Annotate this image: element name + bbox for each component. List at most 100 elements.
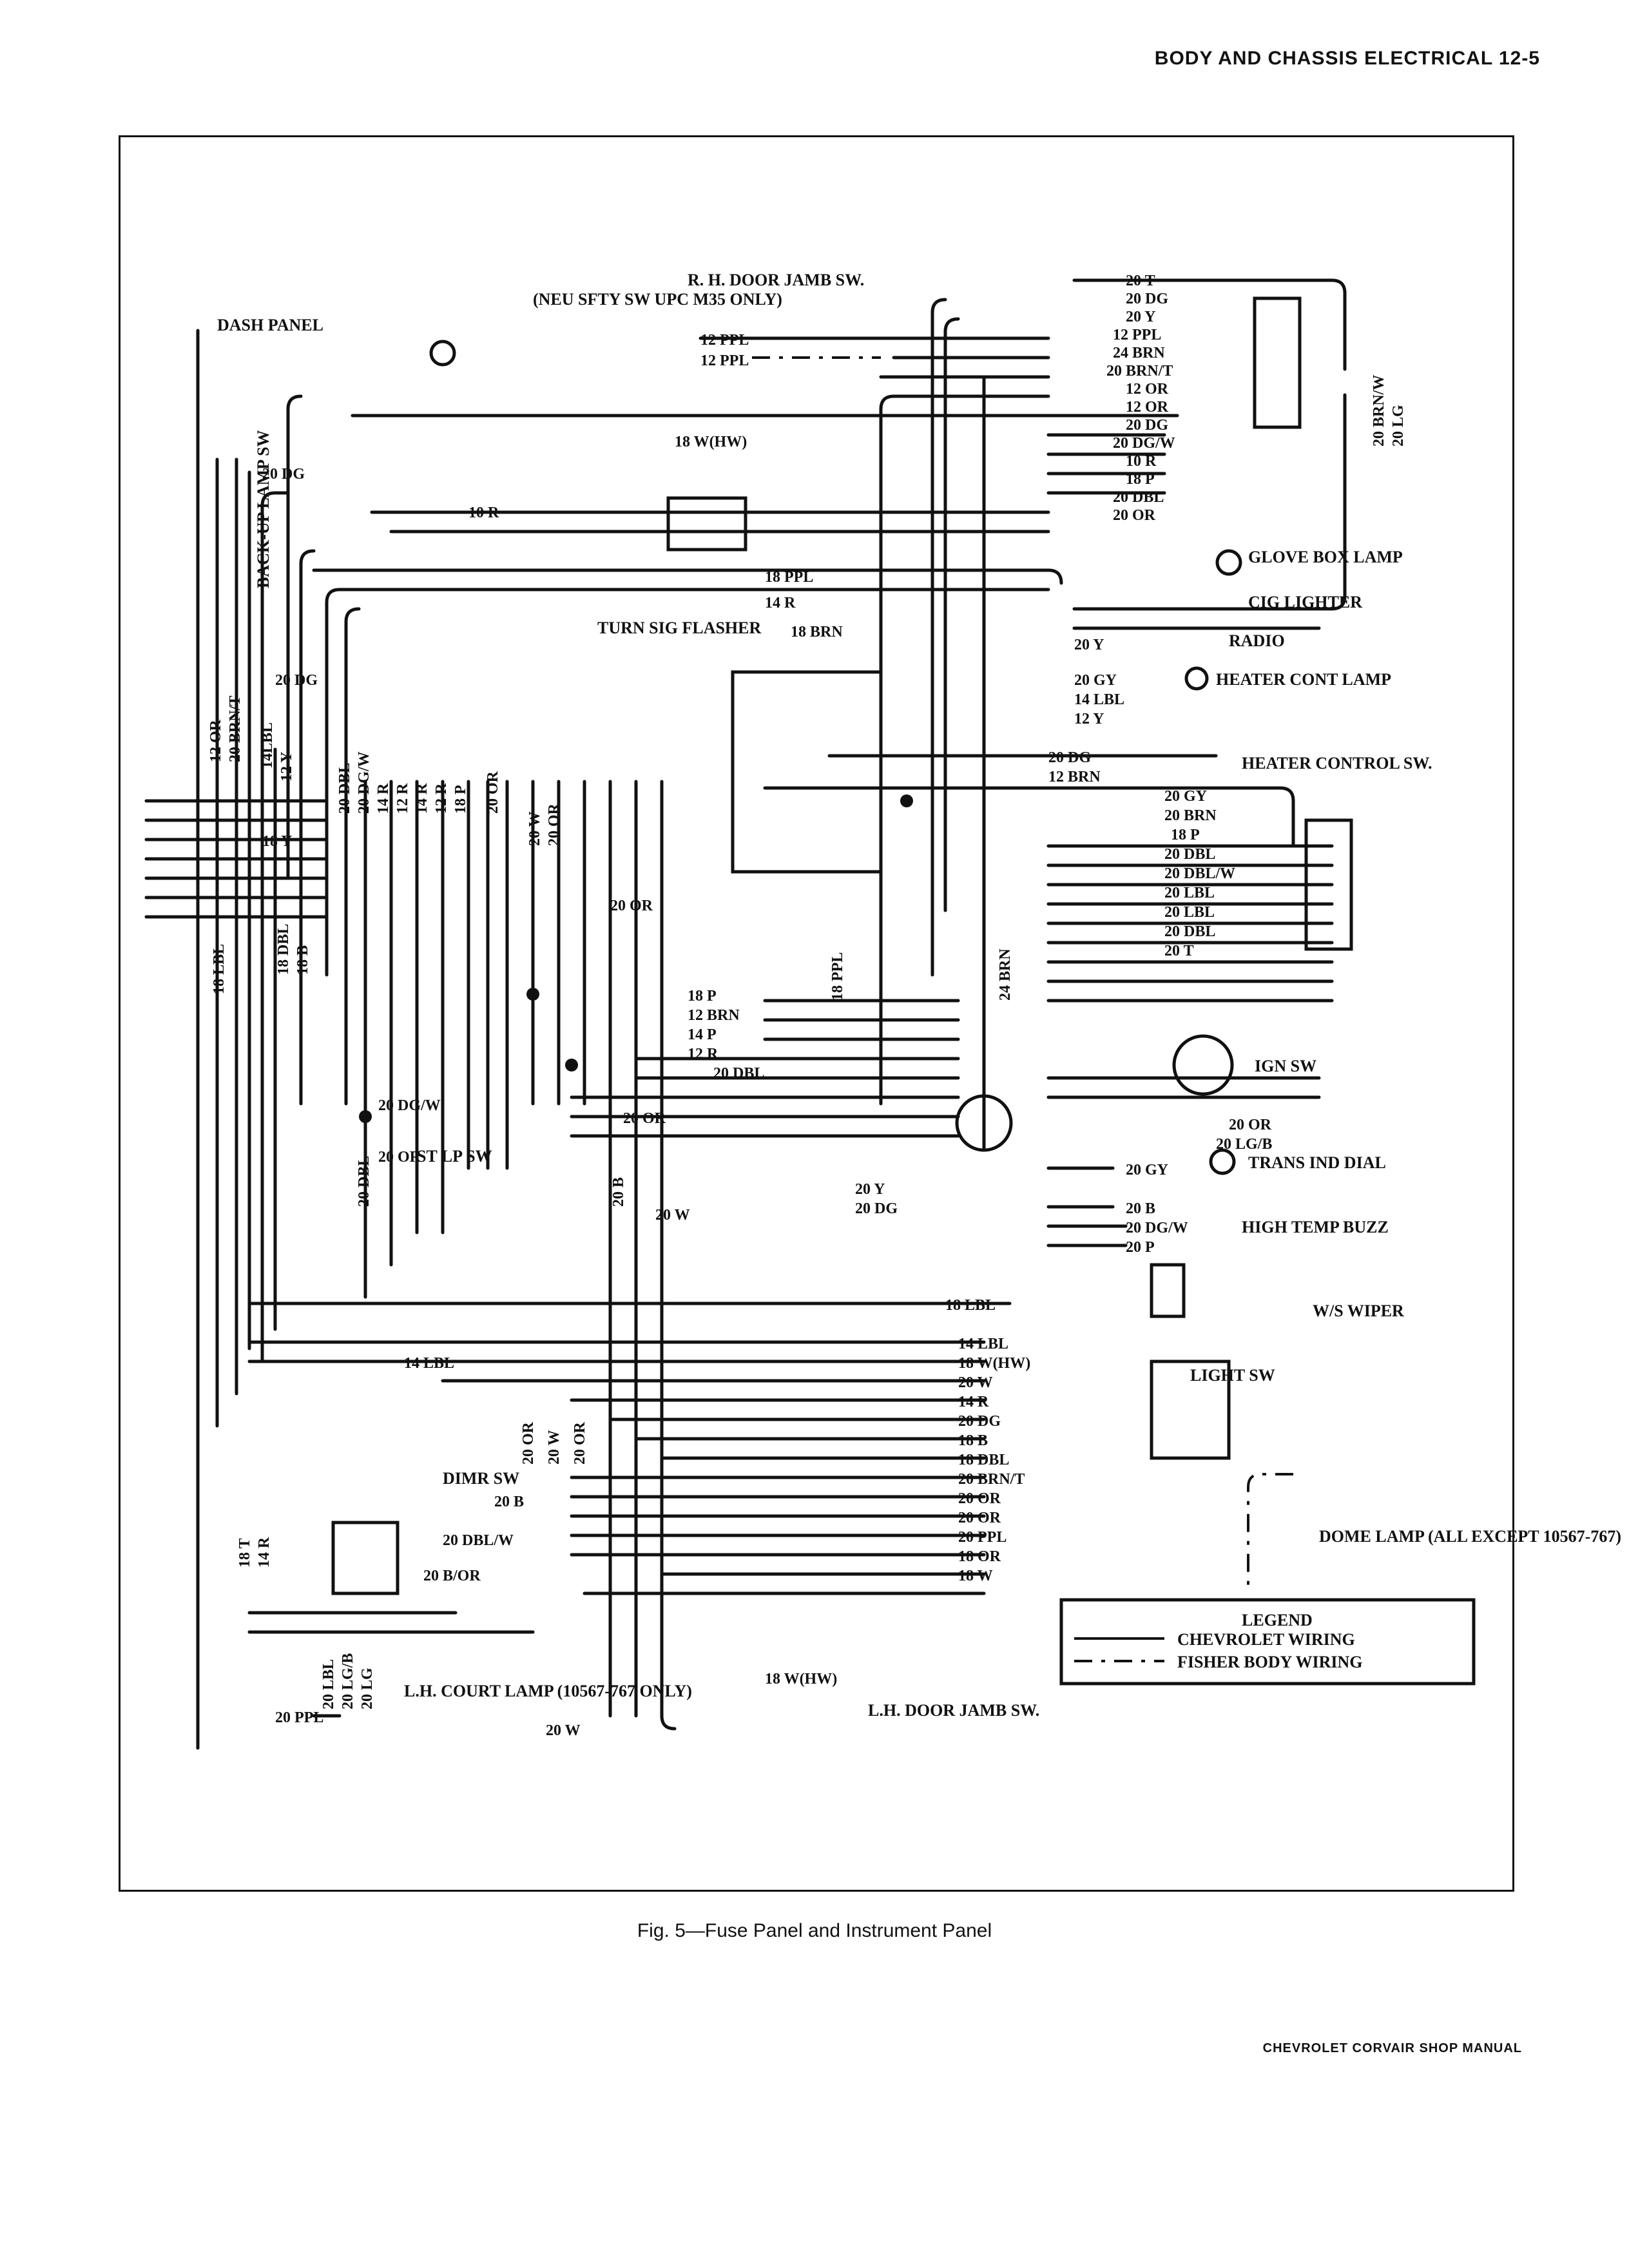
wire-label: 20 GY bbox=[1126, 1162, 1168, 1178]
wire-label: 18 BRN bbox=[791, 624, 843, 640]
wire-label: 12 OR bbox=[1126, 381, 1169, 398]
wire-label: 14 R bbox=[414, 783, 430, 814]
wire-label: 20 W bbox=[655, 1207, 690, 1224]
wire-label: 20 LG bbox=[1390, 405, 1407, 447]
wire-label: 20 LG bbox=[359, 1667, 376, 1709]
wire-label: 12 BRN bbox=[688, 1007, 740, 1024]
wire-label: 12 OR bbox=[207, 719, 224, 762]
lh-door-label: L.H. DOOR JAMB SW. bbox=[868, 1701, 1039, 1720]
wire-label: 12 R bbox=[688, 1046, 718, 1062]
wire-label: 20 Y bbox=[855, 1181, 885, 1198]
figure-caption: Fig. 5—Fuse Panel and Instrument Panel bbox=[637, 1920, 992, 1941]
wire-label: 20 T bbox=[1164, 943, 1194, 959]
wire-label: 20 P bbox=[1126, 1239, 1155, 1256]
backup-lamp-label: BACK-UP LAMP SW bbox=[254, 430, 273, 588]
wire-label: 18 W(HW) bbox=[675, 434, 747, 450]
wire-label: 18 P bbox=[688, 988, 717, 1004]
wire-label: 20 BRN bbox=[1164, 807, 1217, 824]
wire-label: 12 PPL bbox=[700, 352, 749, 369]
wire-label: 20 LG/B bbox=[340, 1653, 356, 1709]
rh-door-label: R. H. DOOR JAMB SW. bbox=[688, 271, 864, 289]
wire-label: 14 R bbox=[256, 1537, 273, 1568]
wire-label: 20 PPL bbox=[275, 1709, 323, 1726]
wire-label: 20 OR bbox=[485, 771, 501, 814]
wire-label: 18 DBL bbox=[275, 924, 292, 975]
wire-top-1 bbox=[1072, 278, 1347, 371]
wire-label: 14 LBL bbox=[404, 1355, 454, 1372]
wire-label: 20 BRN/W bbox=[1371, 375, 1387, 447]
wire-label: 20 DG bbox=[855, 1200, 898, 1217]
wire-label: 20 OR bbox=[610, 898, 653, 914]
wiring-diagram: DASH PANEL (NEU SFTY SW UPC M35 ONLY) R.… bbox=[119, 135, 1621, 1892]
lh-court-label: L.H. COURT LAMP (10567-767 ONLY) bbox=[404, 1682, 692, 1700]
wire-label: 20 LBL bbox=[1164, 904, 1215, 921]
wire-label: 18 DBL bbox=[958, 1452, 1009, 1468]
wire-label: 20 DBL/W bbox=[1164, 865, 1235, 882]
wire-label: 12 PPL bbox=[1113, 327, 1161, 343]
wire-label: 20 OR bbox=[958, 1510, 1001, 1526]
wire-label: 18 OR bbox=[958, 1548, 1001, 1565]
wire-label: 20 W bbox=[526, 811, 543, 846]
wire-label: 20 DG/W bbox=[1113, 435, 1175, 452]
high-temp-label: HIGH TEMP BUZZ bbox=[1242, 1218, 1389, 1236]
wire-label: 20 B/OR bbox=[423, 1568, 481, 1584]
wire-label: 20 DG bbox=[1048, 749, 1091, 766]
wire-label: 14 LBL bbox=[1074, 691, 1124, 708]
wire-label: 20 DBL/W bbox=[443, 1532, 514, 1549]
wire-label: 20 PPL bbox=[958, 1529, 1007, 1546]
wire-label: 18 W bbox=[958, 1568, 993, 1584]
wire-label: 20 DBL bbox=[336, 763, 353, 814]
wire-label: 20 OR bbox=[623, 1110, 666, 1127]
wire-label: 20 B bbox=[610, 1177, 627, 1207]
radio-label: RADIO bbox=[1229, 631, 1285, 650]
wire-label: 18 P bbox=[1126, 471, 1155, 488]
st-lp-sw-label: ST LP SW bbox=[417, 1147, 492, 1166]
wire-label: 20 T bbox=[1126, 273, 1155, 289]
wire-label: 20 OR bbox=[378, 1149, 421, 1166]
wire-label: 18 LBL bbox=[211, 944, 227, 994]
wire-label: 14 R bbox=[958, 1394, 989, 1410]
page-footer: CHEVROLET CORVAIR SHOP MANUAL bbox=[1262, 2041, 1522, 2055]
wire-label: 18 LBL bbox=[945, 1297, 996, 1314]
wire-label: 20 DG bbox=[275, 672, 318, 689]
wire-label: 20 B bbox=[1126, 1200, 1155, 1217]
wire-label: 20 Y bbox=[1074, 637, 1104, 653]
wire-label: 20 Y bbox=[1126, 309, 1155, 325]
wire-label: 18 P bbox=[452, 785, 469, 814]
turn-sig-label: TURN SIG FLASHER bbox=[597, 619, 761, 637]
trans-ind-label: TRANS IND DIAL bbox=[1248, 1153, 1386, 1172]
wire-label: 20 OR bbox=[1229, 1117, 1272, 1133]
wire-label: 20 W bbox=[546, 1722, 581, 1739]
wire-label: 18 Y bbox=[262, 833, 292, 850]
wire-label: 20 GY bbox=[1164, 788, 1207, 805]
legend-item-chevrolet: CHEVROLET WIRING bbox=[1177, 1630, 1355, 1649]
wire-label: 20 OR bbox=[546, 803, 563, 846]
wire-label: 20 LBL bbox=[1164, 885, 1215, 901]
glove-box-label: GLOVE BOX LAMP bbox=[1248, 548, 1403, 566]
wire-label: 24 BRN bbox=[997, 948, 1014, 1001]
wire-label: 20 B bbox=[494, 1494, 524, 1510]
wire-label: 14 P bbox=[688, 1026, 717, 1043]
wire-label: 20 DG/W bbox=[356, 751, 372, 814]
wire-label: 20 DBL bbox=[1113, 489, 1164, 506]
wire-top-2 bbox=[930, 298, 947, 977]
wire-label: 12 Y bbox=[278, 752, 295, 782]
ign-sw-label: IGN SW bbox=[1255, 1057, 1316, 1075]
wire-label: 18 PPL bbox=[765, 569, 813, 586]
ws-wiper-label: W/S WIPER bbox=[1313, 1302, 1404, 1320]
cig-lighter-label: CIG LIGHTER bbox=[1248, 593, 1362, 611]
neu-sfty-label: (NEU SFTY SW UPC M35 ONLY) bbox=[533, 290, 782, 309]
wire-top-3 bbox=[943, 317, 960, 912]
heater-control-sw-label: HEATER CONTROL SW. bbox=[1242, 754, 1432, 773]
wire-label: 20 OR bbox=[1113, 507, 1156, 524]
wire-label: 18 W(HW) bbox=[958, 1355, 1030, 1372]
wire-label: 20 DBL bbox=[1164, 846, 1215, 863]
wire-label: 20 LG/B bbox=[1216, 1136, 1272, 1153]
wire-label: 20 LBL bbox=[320, 1659, 337, 1709]
wire-label: 10 R bbox=[468, 505, 499, 521]
wire-label: 14 R bbox=[765, 595, 796, 611]
wire-label: 20 DBL bbox=[356, 1156, 372, 1207]
wire-label: 12 R bbox=[394, 783, 411, 814]
wire-label: 20 W bbox=[958, 1374, 993, 1391]
legend-item-fisher: FISHER BODY WIRING bbox=[1177, 1653, 1363, 1671]
